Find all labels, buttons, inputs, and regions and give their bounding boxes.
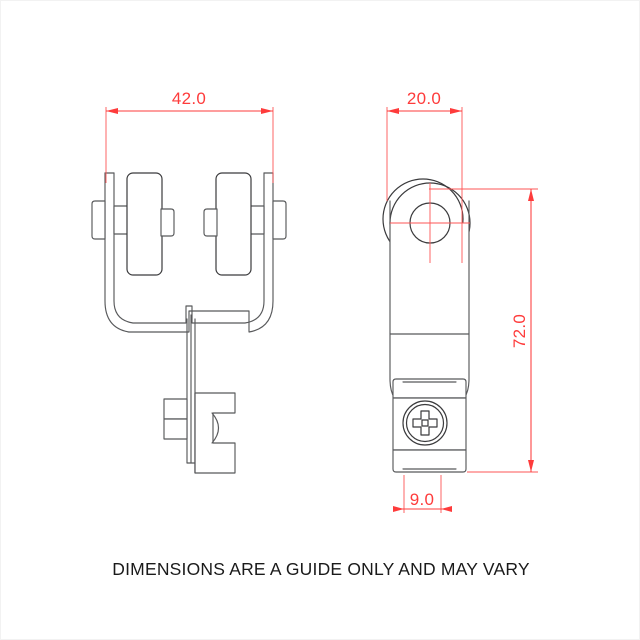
dim-label-20: 20.0 [407,89,441,108]
screw-head-inner-ring [405,403,445,443]
front-view-geometry [91,172,287,474]
side-clamp-bottom-plate [392,449,467,473]
dim-label-72: 72.0 [510,314,529,348]
phillips-center-square [421,419,429,427]
right-retainer-tab [203,208,218,237]
left-axle-cap [91,200,106,240]
left-wheel [126,172,163,276]
dimension-42: 42.0 [105,89,274,183]
arrow-20-right [450,108,462,114]
drawing-caption: DIMENSIONS ARE A GUIDE ONLY AND MAY VARY [112,559,530,579]
arrow-42-left [106,108,118,114]
arrow-9-left [393,506,404,512]
arrow-72-bottom [528,460,534,472]
right-wheel [215,172,252,276]
arrow-42-right [261,108,273,114]
arrow-72-top [528,189,534,201]
dim-label-9: 9.0 [410,490,435,509]
clamp-lobe [211,412,220,444]
dimension-72: 72.0 [429,188,538,473]
phillips-cross-recess [412,410,438,436]
screw-head-outer-ring [402,400,448,446]
nut-plate-lower [163,418,188,440]
right-axle-cap [272,200,287,240]
nut-plate-upper [163,398,188,420]
arrow-20-left [387,108,399,114]
arrow-9-right [441,506,452,512]
hub-centerlines [390,183,470,263]
side-clamp-top-plate [392,378,467,399]
dimension-20: 20.0 [386,89,463,263]
dimension-9: 9.0 [393,475,452,513]
yoke-inner-strap [113,172,265,324]
clamp-block-front [194,392,236,474]
yoke-outer-strap [104,172,274,333]
left-retainer-tab [160,208,175,237]
side-view-geometry [382,178,471,473]
dim-label-42: 42.0 [172,89,206,108]
